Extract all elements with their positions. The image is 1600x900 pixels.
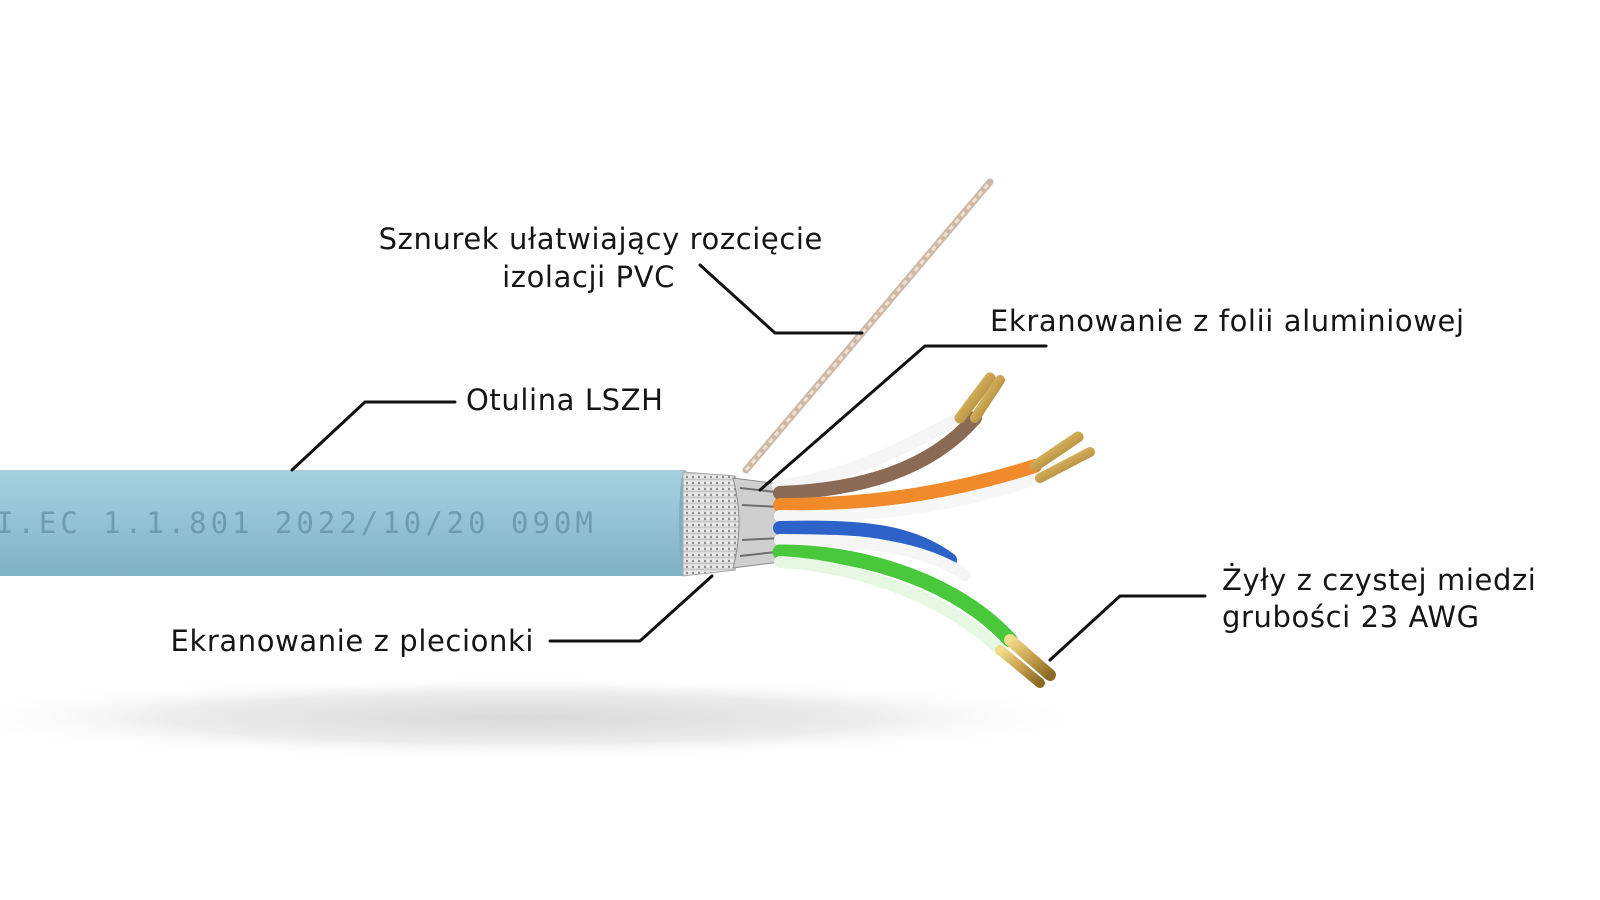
- braid-shield: [682, 471, 743, 577]
- label-foil-shield: Ekranowanie z folii aluminiowej: [990, 304, 1465, 338]
- wire-green: [772, 544, 1018, 648]
- foil-shield: [732, 477, 786, 569]
- leader-jacket: [290, 400, 457, 472]
- label-conductors-line1: Żyły z czystej miedzi: [1222, 563, 1536, 597]
- leader-foil-shield: [758, 344, 1048, 492]
- wire-white-brown: [771, 411, 967, 493]
- leader-rip-cord: [698, 263, 864, 335]
- twisted-pairs: [771, 411, 1046, 656]
- rip-cord: [742, 178, 994, 474]
- leader-conductors: [1048, 594, 1207, 662]
- label-rip-cord-line2: izolacji PVC: [502, 260, 675, 294]
- label-jacket: Otulina LSZH: [466, 383, 664, 417]
- cable-shadow: [0, 676, 1100, 760]
- wire-blue: [773, 520, 957, 567]
- leader-lines: [290, 263, 1207, 662]
- cable-marking: I.EC 1.1.801 2022/10/20 090M: [0, 506, 597, 540]
- wire-white-green: [774, 556, 1006, 656]
- leader-braid-shield: [548, 574, 714, 643]
- label-braid-shield: Ekranowanie z plecionki: [171, 624, 534, 658]
- copper-conductors: [954, 372, 1095, 688]
- label-rip-cord-line1: Sznurek ułatwiający rozcięcie: [379, 222, 823, 256]
- label-conductors-line2: grubości 23 AWG: [1222, 600, 1480, 634]
- wire-orange: [773, 459, 1042, 512]
- cable-jacket: [0, 470, 691, 576]
- wire-white-blue: [774, 534, 971, 581]
- wire-brown: [773, 411, 982, 500]
- wire-white-orange: [774, 472, 1046, 523]
